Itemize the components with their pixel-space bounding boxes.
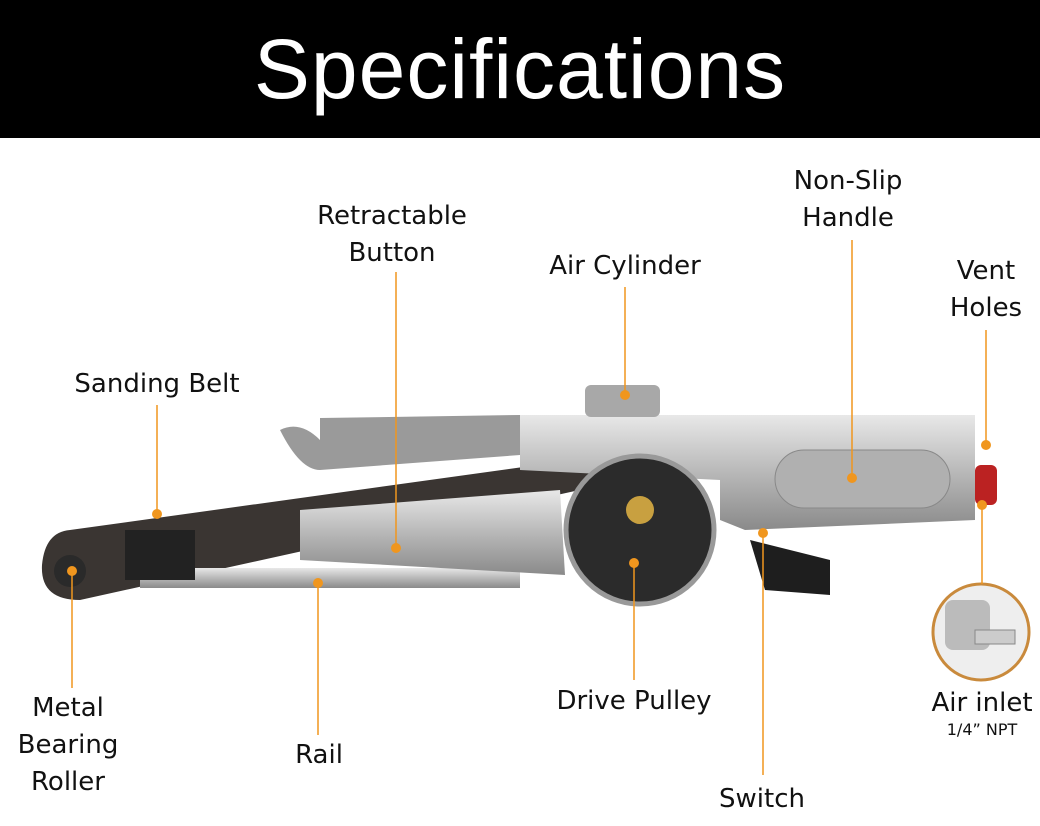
platen-plate (280, 415, 520, 470)
roller-block (125, 530, 195, 580)
label-line: Roller (31, 767, 105, 797)
label-line: Non-Slip (793, 166, 903, 196)
label-air-inlet: Air inlet (931, 688, 1033, 718)
label-line: Button (348, 238, 436, 268)
label-line: Holes (949, 293, 1023, 323)
label-line: Metal (32, 693, 104, 723)
page-title: Specifications (253, 21, 787, 116)
callout-lines (71, 240, 987, 775)
label-vent-holes: Vent Holes (950, 253, 1022, 327)
label-line: Handle (802, 203, 894, 233)
rail-shape (140, 568, 520, 588)
drive-pulley-shape (563, 453, 717, 607)
label-line: Vent (956, 256, 1016, 286)
callout-dots (67, 390, 991, 588)
label-switch: Switch (719, 784, 805, 814)
label-air-cylinder: Air Cylinder (549, 251, 701, 281)
label-line: Retractable (317, 201, 467, 231)
label-air-inlet-spec: 1/4” NPT (946, 720, 1018, 739)
handle-grip (774, 449, 951, 509)
label-line: Bearing (17, 730, 119, 760)
air-cylinder-shape (585, 385, 660, 417)
label-metal-bearing-roller: Metal Bearing Roller (18, 690, 119, 801)
switch-lever (750, 540, 830, 595)
header-banner: Specifications (0, 0, 1040, 138)
label-drive-pulley: Drive Pulley (556, 686, 712, 716)
label-non-slip-handle: Non-Slip Handle (794, 163, 903, 237)
label-sanding-belt: Sanding Belt (74, 369, 240, 399)
label-retractable-button: Retractable Button (317, 198, 467, 272)
label-rail: Rail (295, 740, 343, 770)
mechanism (300, 490, 565, 575)
